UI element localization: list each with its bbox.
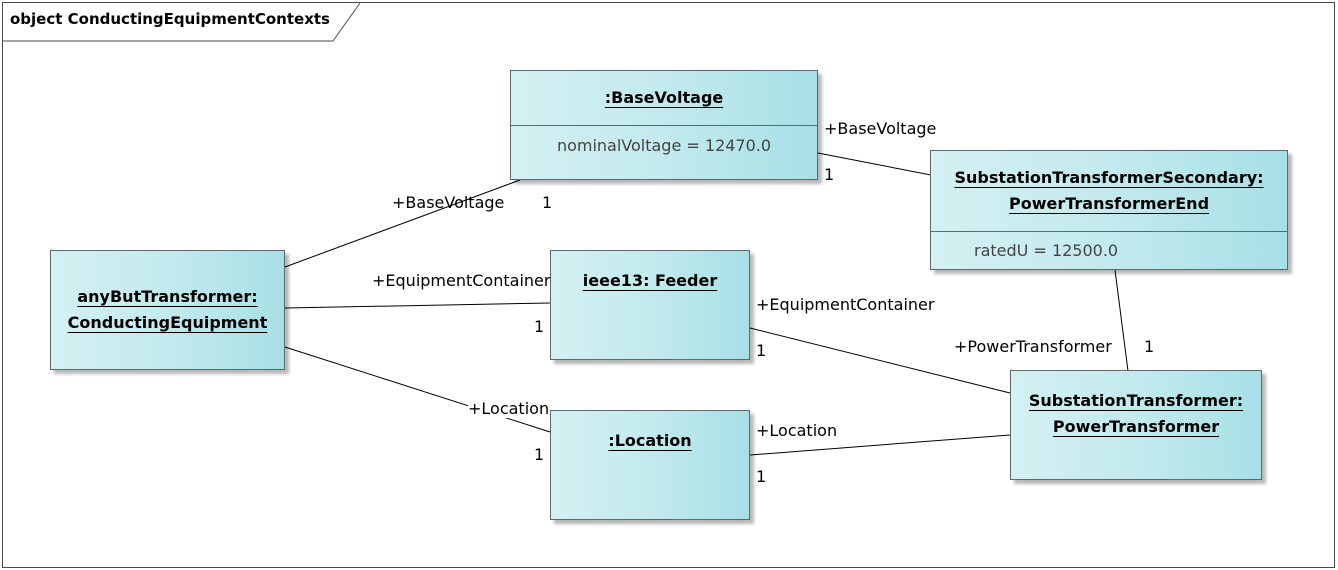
pt-location-multiplicity: 1 — [756, 467, 767, 486]
transformer-end-name-line2: PowerTransformerEnd — [1008, 194, 1210, 213]
rated-u-attribute: ratedU = 12500.0 — [974, 241, 1119, 260]
link-end-pt[interactable] — [1114, 269, 1129, 372]
conducting-equipment-node[interactable]: anyButTransformer: ConductingEquipment — [50, 250, 285, 370]
frame-title: object ConductingEquipmentContexts — [10, 10, 330, 28]
location-node[interactable]: :Location — [550, 410, 750, 520]
location-name: :Location — [608, 431, 692, 450]
feeder-name: ieee13: Feeder — [582, 271, 718, 290]
end-pt-role: +PowerTransformer — [954, 337, 1112, 356]
link-ce-feeder[interactable] — [284, 302, 551, 309]
ce-feeder-role: +EquipmentContainer — [372, 271, 551, 290]
pt-feeder-multiplicity: 1 — [756, 341, 767, 360]
link-pt-feeder[interactable] — [749, 327, 1011, 394]
nominal-voltage-attribute: nominalVoltage = 12470.0 — [556, 136, 772, 155]
link-ce-location[interactable] — [284, 346, 551, 433]
ce-location-role: +Location — [468, 399, 550, 418]
base-voltage-node[interactable]: :BaseVoltage nominalVoltage = 12470.0 — [510, 70, 818, 180]
link-pt-location[interactable] — [749, 434, 1011, 456]
end-base-voltage-role: +BaseVoltage — [824, 119, 937, 138]
power-transformer-name-line1: SubstationTransformer: — [1028, 391, 1244, 410]
ce-feeder-multiplicity: 1 — [534, 317, 545, 336]
end-pt-multiplicity: 1 — [1144, 337, 1155, 356]
base-voltage-name: :BaseVoltage — [604, 88, 724, 107]
conducting-equipment-name-line1: anyButTransformer: — [77, 287, 258, 306]
pt-feeder-role: +EquipmentContainer — [756, 295, 935, 314]
transformer-end-node[interactable]: SubstationTransformerSecondary: PowerTra… — [930, 150, 1288, 270]
frame-tab — [2, 2, 361, 42]
pt-location-role: +Location — [756, 421, 838, 440]
power-transformer-name-line2: PowerTransformer — [1052, 417, 1220, 436]
ce-base-voltage-multiplicity: 1 — [542, 193, 553, 212]
link-ce-base-voltage[interactable] — [284, 179, 521, 268]
ce-base-voltage-role: +BaseVoltage — [392, 193, 505, 212]
end-base-voltage-multiplicity: 1 — [824, 165, 835, 184]
transformer-end-name-line1: SubstationTransformerSecondary: — [954, 168, 1264, 187]
power-transformer-node[interactable]: SubstationTransformer: PowerTransformer — [1010, 370, 1262, 480]
ce-location-multiplicity: 1 — [534, 445, 545, 464]
link-end-base-voltage[interactable] — [817, 152, 932, 176]
conducting-equipment-name-line2: ConductingEquipment — [67, 313, 268, 332]
feeder-node[interactable]: ieee13: Feeder — [550, 250, 750, 360]
